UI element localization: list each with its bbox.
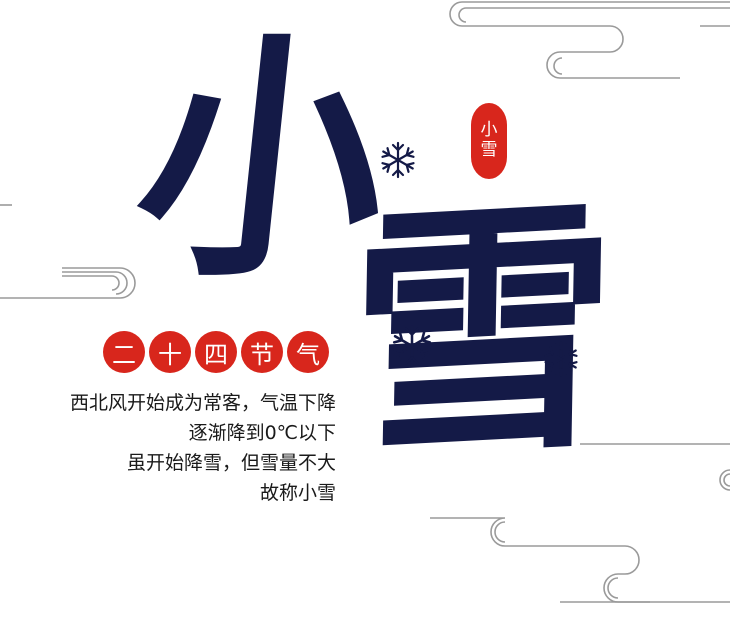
snowflake-icon <box>392 325 432 367</box>
description-line: 故称小雪 <box>259 482 336 504</box>
description-line: 西北风开始成为常客，气温下降 <box>69 392 336 414</box>
description-line: 虽开始降雪，但雪量不大 <box>126 452 336 474</box>
badge-char: 十 <box>149 331 191 373</box>
solar-term-badges: 二 十 四 节 气 <box>103 331 329 373</box>
badge-char: 四 <box>195 331 237 373</box>
badge-char: 气 <box>287 331 329 373</box>
badge-char: 二 <box>103 331 145 373</box>
snowflake-icon <box>544 340 578 378</box>
badge-char: 节 <box>241 331 283 373</box>
description-line: 逐渐降到0℃以下 <box>188 422 336 444</box>
seal-char: 雪 <box>480 140 498 160</box>
snowflake-icon <box>381 141 415 179</box>
seal-char: 小 <box>480 120 498 141</box>
red-seal-stamp: 小 雪 <box>471 103 507 179</box>
description-text: 西北风开始成为常客，气温下降 逐渐降到0℃以下 虽开始降雪，但雪量不大 故称小雪 <box>60 388 336 508</box>
calligraphy-char-xue: 雪 <box>346 170 619 495</box>
